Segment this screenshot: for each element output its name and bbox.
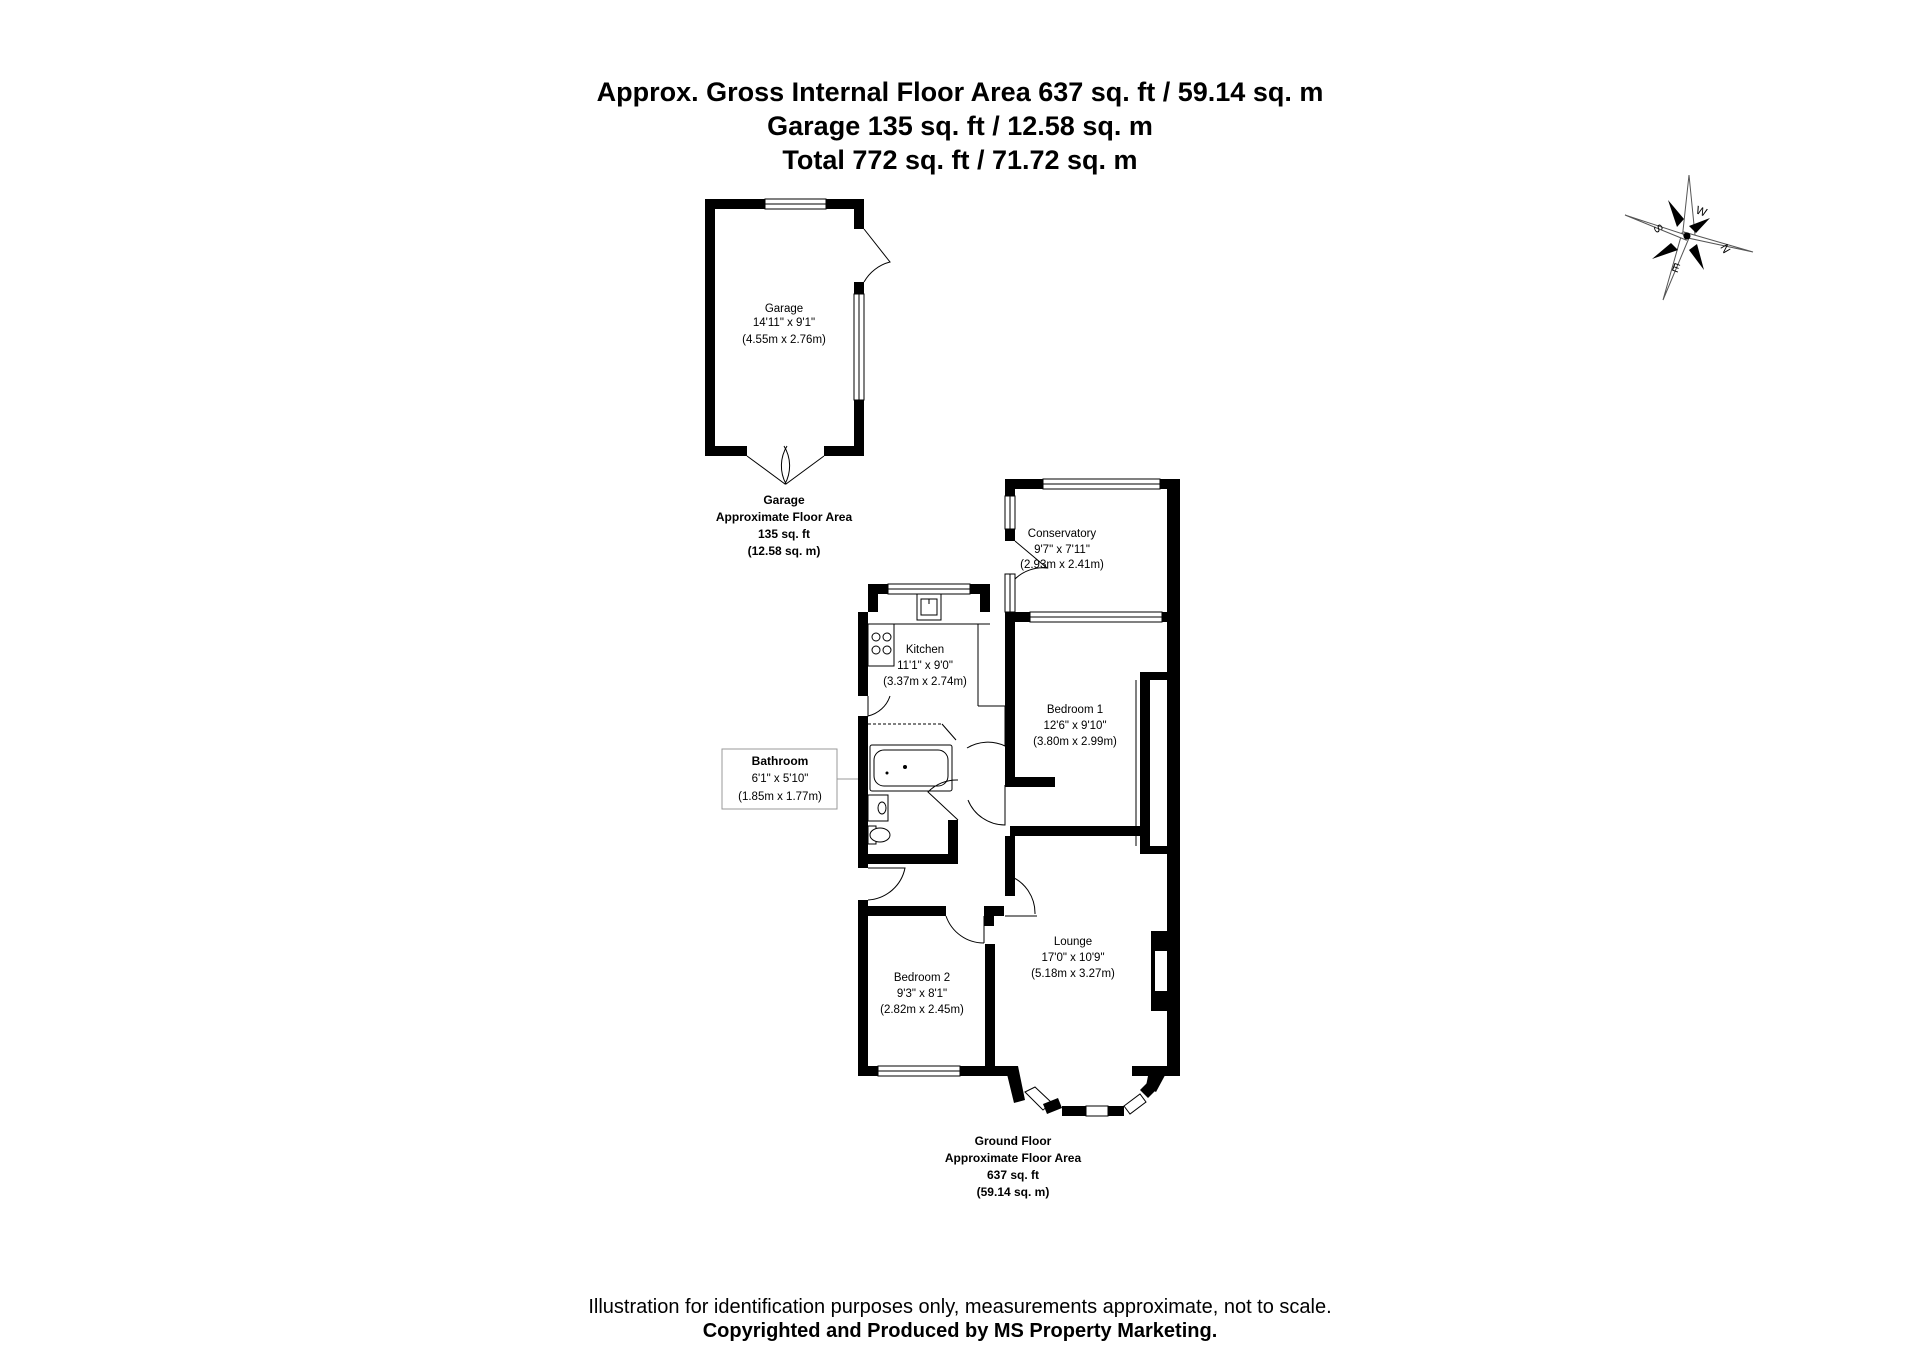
bedroom2-size-metric: (2.82m x 2.45m) — [880, 1004, 964, 1016]
conservatory-size-imperial: 9'7" x 7'11" — [1034, 544, 1090, 556]
bedroom1-size-metric: (3.80m x 2.99m) — [1033, 736, 1117, 748]
garage-name: Garage — [765, 303, 803, 315]
garage-size-metric: (4.55m x 2.76m) — [742, 334, 826, 346]
bathroom-size-imperial: 6'1" x 5'10" — [752, 773, 809, 785]
ground-floor-plan: Conservatory 9'7" x 7'11" (2.93m x 2.41m… — [721, 478, 1180, 1117]
header-area-line: Approx. Gross Internal Floor Area 637 sq… — [596, 77, 1324, 107]
svg-text:Approximate Floor Area: Approximate Floor Area — [945, 1151, 1082, 1165]
kitchen-size-imperial: 11'1" x 9'0" — [897, 660, 953, 672]
svg-text:Ground Floor: Ground Floor — [975, 1134, 1052, 1148]
compass-icon: W N S E — [1624, 174, 1754, 301]
svg-text:Approximate Floor Area: Approximate Floor Area — [716, 510, 853, 524]
svg-text:(59.14 sq. m): (59.14 sq. m) — [977, 1185, 1050, 1199]
svg-text:637 sq. ft: 637 sq. ft — [987, 1168, 1039, 1182]
lounge-size-metric: (5.18m x 3.27m) — [1031, 968, 1115, 980]
bedroom2-name: Bedroom 2 — [894, 972, 950, 984]
bedroom1-name: Bedroom 1 — [1047, 704, 1103, 716]
garage-size-imperial: 14'11" x 9'1" — [753, 317, 815, 329]
compass-w: W — [1694, 205, 1708, 220]
compass-e: E — [1670, 262, 1682, 276]
header-total-line: Total 772 sq. ft / 71.72 sq. m — [782, 145, 1138, 175]
bathroom-name: Bathroom — [752, 754, 809, 768]
bedroom1-size-imperial: 12'6" x 9'10" — [1043, 720, 1106, 732]
kitchen-size-metric: (3.37m x 2.74m) — [883, 676, 967, 688]
svg-text:135 sq. ft: 135 sq. ft — [758, 527, 810, 541]
kitchen-name: Kitchen — [906, 644, 944, 656]
lounge-size-imperial: 17'0" x 10'9" — [1041, 952, 1104, 964]
bedroom2-size-imperial: 9'3" x 8'1" — [897, 988, 947, 1000]
footer-copyright: Copyrighted and Produced by MS Property … — [702, 1320, 1218, 1342]
svg-text:Garage: Garage — [763, 493, 805, 507]
garage-area-caption: Garage Approximate Floor Area 135 sq. ft… — [716, 493, 853, 558]
ground-floor-area-caption: Ground Floor Approximate Floor Area 637 … — [945, 1134, 1082, 1199]
garage-plan: Garage 14'11" x 9'1" (4.55m x 2.76m) — [705, 198, 891, 485]
conservatory-name: Conservatory — [1028, 528, 1097, 540]
lounge-name: Lounge — [1054, 936, 1092, 948]
header-garage-line: Garage 135 sq. ft / 12.58 sq. m — [767, 111, 1153, 141]
footer-disclaimer: Illustration for identification purposes… — [588, 1296, 1332, 1318]
bathroom-size-metric: (1.85m x 1.77m) — [738, 791, 822, 803]
svg-text:(12.58 sq. m): (12.58 sq. m) — [748, 544, 821, 558]
conservatory-size-metric: (2.93m x 2.41m) — [1020, 559, 1104, 571]
